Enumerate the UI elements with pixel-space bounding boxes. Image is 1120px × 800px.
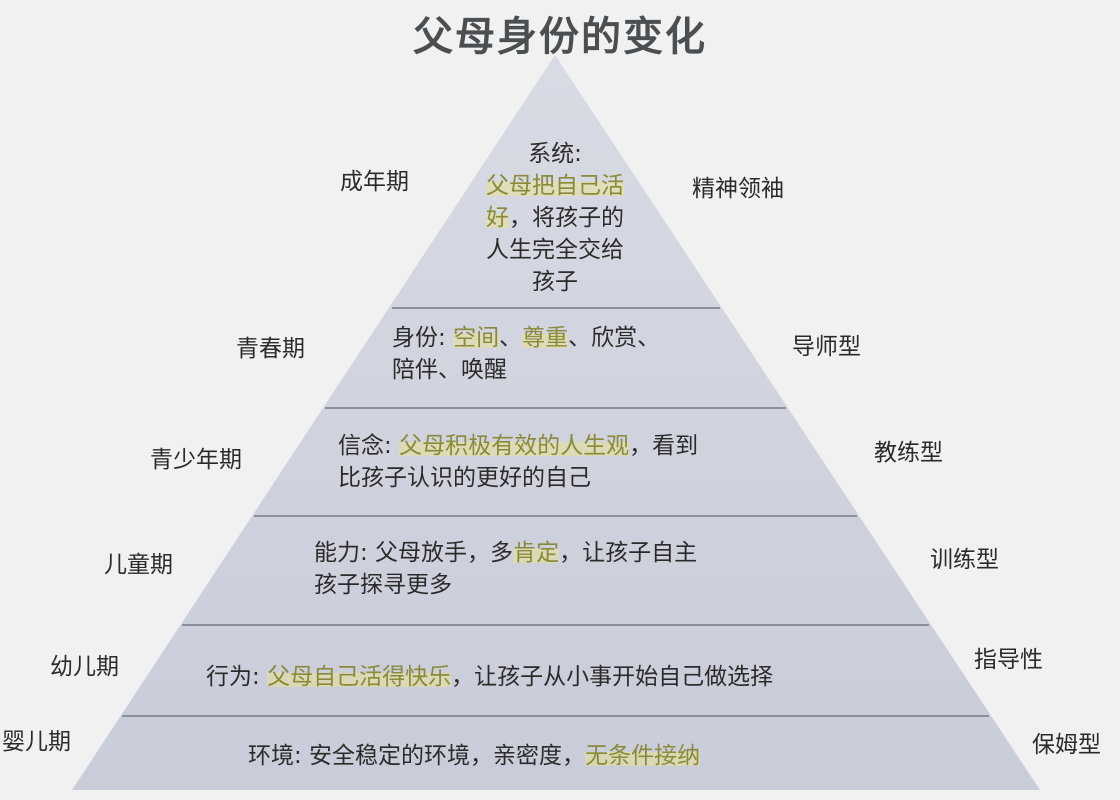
diagram-title: 父母身份的变化 (413, 14, 707, 60)
label-belief: 信念: (338, 433, 400, 459)
label-environment: 环境: 安全稳定的环境，亲密度， (248, 743, 586, 769)
body-text: 、 (499, 325, 523, 351)
tier-line: 能力: 父母放手，多肯定，让孩子自主 (314, 537, 697, 569)
body-text: ，让孩子从小事开始自己做选择 (451, 664, 774, 690)
tier-puberty-text: 身份: 空间、尊重、欣赏、 陪伴、唤醒 (392, 322, 660, 386)
body-text: 人生完全交给 (486, 237, 624, 263)
tier-line: 孩子 (470, 266, 640, 298)
stage-label-toddler: 幼儿期 (50, 654, 119, 680)
body-text: 、欣赏、 (568, 325, 661, 351)
role-label-trainer: 训练型 (930, 547, 999, 573)
tier-childhood-text: 能力: 父母放手，多肯定，让孩子自主 孩子探寻更多 (314, 537, 697, 601)
tier-line: 环境: 安全稳定的环境，亲密度，无条件接纳 (248, 740, 701, 772)
highlight-text: 父母把自己活 (486, 173, 624, 199)
body-text: 孩子 (532, 269, 578, 295)
tier-adulthood-text: 系统: 父母把自己活 好，将孩子的 人生完全交给 孩子 (470, 138, 640, 298)
highlight-text: 无条件接纳 (585, 743, 701, 769)
tier-line: 人生完全交给 (470, 234, 640, 266)
label-system: 系统: (528, 141, 582, 167)
highlight-text: 父母自己活得快乐 (267, 664, 452, 690)
body-text: ，看到 (629, 433, 699, 459)
label-behavior: 行为: (206, 664, 268, 690)
stage-label-puberty: 青春期 (236, 336, 305, 362)
tier-adolescence-text: 信念: 父母积极有效的人生观，看到 比孩子认识的更好的自己 (338, 430, 698, 494)
tier-toddler-text: 行为: 父母自己活得快乐，让孩子从小事开始自己做选择 (206, 661, 773, 693)
role-label-nanny: 保姆型 (1032, 732, 1101, 758)
body-text: 孩子探寻更多 (314, 572, 452, 598)
tier-line: 好，将孩子的 (470, 202, 640, 234)
tier-line: 比孩子认识的更好的自己 (338, 462, 698, 494)
role-label-guide: 指导性 (974, 647, 1043, 673)
body-text: ，让孩子自主 (559, 540, 698, 566)
tier-line: 父母把自己活 (470, 170, 640, 202)
tier-line: 孩子探寻更多 (314, 569, 697, 601)
highlight-text: 尊重 (522, 325, 569, 351)
role-label-mentor: 导师型 (792, 334, 861, 360)
stage-label-childhood: 儿童期 (104, 552, 173, 578)
tier-line: 系统: (470, 138, 640, 170)
highlight-text: 空间 (453, 325, 500, 351)
tier-line: 身份: 空间、尊重、欣赏、 (392, 322, 660, 354)
body-text: 比孩子认识的更好的自己 (338, 465, 591, 491)
role-label-spiritual-leader: 精神领袖 (692, 176, 784, 202)
body-text: ，将孩子的 (509, 205, 624, 231)
label-ability: 能力: 父母放手，多 (314, 540, 514, 566)
highlight-text: 好 (486, 205, 509, 231)
tier-infancy-text: 环境: 安全稳定的环境，亲密度，无条件接纳 (248, 740, 701, 772)
role-label-coach: 教练型 (874, 440, 943, 466)
stage-label-adulthood: 成年期 (340, 169, 409, 195)
highlight-text: 父母积极有效的人生观 (399, 433, 630, 459)
label-identity: 身份: (392, 325, 454, 351)
tier-line: 信念: 父母积极有效的人生观，看到 (338, 430, 698, 462)
stage-label-infancy: 婴儿期 (2, 729, 71, 755)
highlight-text: 肯定 (513, 540, 560, 566)
stage-label-adolescence: 青少年期 (150, 447, 242, 473)
body-text: 陪伴、唤醒 (392, 357, 507, 383)
tier-line: 陪伴、唤醒 (392, 354, 660, 386)
tier-line: 行为: 父母自己活得快乐，让孩子从小事开始自己做选择 (206, 661, 773, 693)
